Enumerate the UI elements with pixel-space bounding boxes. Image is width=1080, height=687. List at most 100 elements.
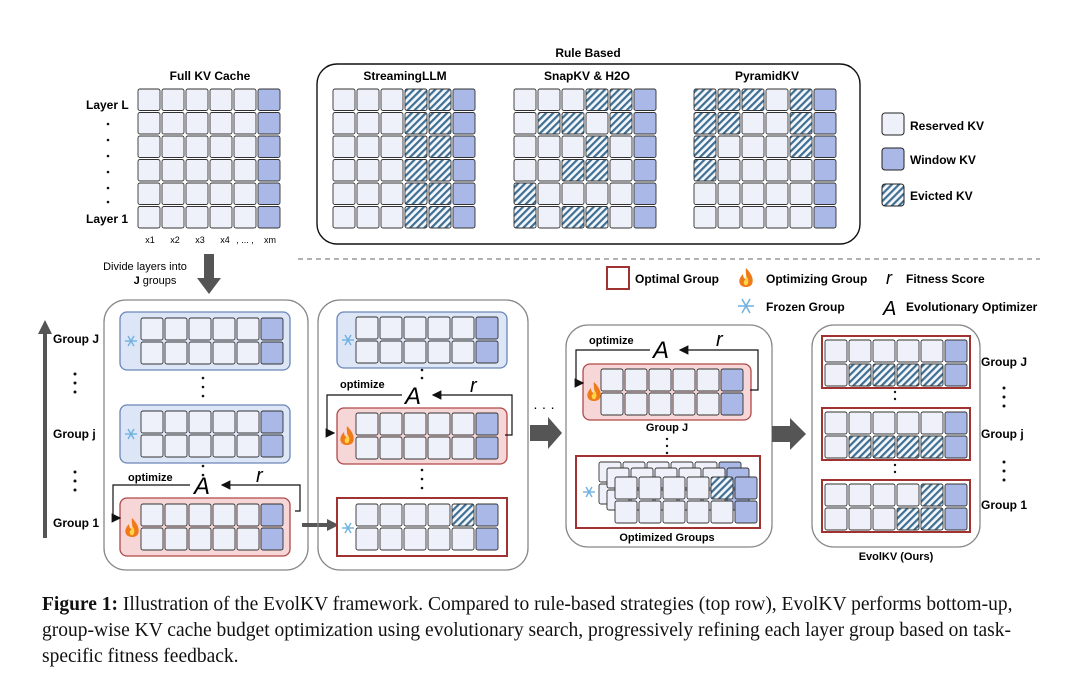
flame-icon <box>340 426 354 445</box>
kv-cell <box>734 500 758 524</box>
kv-cell <box>260 434 284 458</box>
kv-cell <box>648 392 672 416</box>
kv-cell <box>920 483 944 507</box>
kv-cell <box>633 182 657 205</box>
kv-cell <box>427 436 451 460</box>
kv-cell <box>696 392 720 416</box>
kv-cell <box>648 368 672 392</box>
kv-cell <box>380 88 404 111</box>
kv-cell <box>765 182 789 205</box>
kv-cell <box>686 500 710 524</box>
kv-cell <box>537 182 561 205</box>
kv-cell <box>379 412 403 436</box>
layer-bottom-label: Layer 1 <box>86 212 128 226</box>
label-group-1: Group 1 <box>53 516 99 530</box>
kv-cell <box>614 500 638 524</box>
bottom-up-arrowhead <box>38 320 52 334</box>
kv-cell <box>813 135 837 158</box>
kv-cell <box>185 206 209 229</box>
kv-cell <box>537 112 561 135</box>
kv-cell <box>188 527 212 551</box>
kv-cell <box>164 341 188 365</box>
kv-cell <box>236 434 260 458</box>
final-vdots-4 <box>1002 460 1006 482</box>
kv-cell <box>813 206 837 229</box>
stage2-vdots-1 <box>420 368 424 380</box>
kv-cell <box>355 340 379 364</box>
ellipsis-dots: · · · <box>533 399 555 415</box>
kv-cell <box>233 206 257 229</box>
kv-cell <box>561 112 585 135</box>
kv-cell <box>633 206 657 229</box>
kv-cell <box>475 527 499 551</box>
kv-cell <box>332 206 356 229</box>
kv-cell <box>920 339 944 363</box>
kv-cell <box>380 182 404 205</box>
optimizer-A-1: A <box>192 473 210 500</box>
snowflake-icon <box>342 334 354 346</box>
kv-cell <box>609 88 633 111</box>
optimize-label-2: optimize <box>340 379 385 391</box>
window-swatch <box>881 147 905 171</box>
kv-cell <box>257 206 281 229</box>
kv-cell <box>137 88 161 111</box>
stage2-box <box>317 299 529 571</box>
kv-cell <box>537 159 561 182</box>
kv-cell <box>161 88 185 111</box>
kv-cell <box>896 507 920 531</box>
kv-cell <box>137 206 161 229</box>
kv-cell <box>765 206 789 229</box>
kv-cell <box>609 112 633 135</box>
kv-cell <box>164 527 188 551</box>
kv-cell <box>332 182 356 205</box>
pyramid-title: PyramidKV <box>735 69 799 83</box>
kv-cell <box>920 411 944 435</box>
kv-cell <box>686 476 710 500</box>
kv-cell <box>693 182 717 205</box>
stage1-vdots-1 <box>201 376 205 398</box>
kv-cell <box>789 159 813 182</box>
final-label-group-J: Group J <box>981 355 1027 369</box>
kv-cell <box>696 368 720 392</box>
fitness-label: Fitness Score <box>906 272 985 286</box>
kv-cell <box>428 88 452 111</box>
kv-cell <box>140 410 164 434</box>
kv-cell <box>236 503 260 527</box>
kv-cell <box>188 503 212 527</box>
kv-cell <box>789 182 813 205</box>
kv-cell <box>638 500 662 524</box>
kv-cell <box>233 88 257 111</box>
kv-cell <box>561 206 585 229</box>
kv-cell <box>356 135 380 158</box>
kv-cell <box>848 507 872 531</box>
stage1-vdots-2 <box>201 464 205 477</box>
kv-cell <box>537 206 561 229</box>
fitness-r-1: r <box>256 465 264 487</box>
reserved-label: Reserved KV <box>910 119 984 133</box>
kv-cell <box>212 527 236 551</box>
kv-cell <box>188 410 212 434</box>
kv-cell <box>185 182 209 205</box>
kv-cell <box>452 88 476 111</box>
kv-cell <box>693 88 717 111</box>
kv-cell <box>356 206 380 229</box>
stage1-groups <box>119 311 291 557</box>
kv-cell <box>161 206 185 229</box>
kv-cell <box>813 159 837 182</box>
stage1-box <box>103 299 309 571</box>
kv-cell <box>848 363 872 387</box>
kv-cell <box>585 182 609 205</box>
kv-cell <box>428 206 452 229</box>
kv-cell <box>140 341 164 365</box>
final-vdots-1 <box>893 390 897 401</box>
kv-cell <box>813 112 837 135</box>
kv-cell <box>609 206 633 229</box>
kv-cell <box>233 135 257 158</box>
final-groups <box>821 335 971 533</box>
kv-cell <box>260 317 284 341</box>
kv-cell <box>236 527 260 551</box>
kv-cell <box>379 340 403 364</box>
kv-cell <box>717 88 741 111</box>
kv-cell <box>233 112 257 135</box>
kv-cell <box>896 411 920 435</box>
